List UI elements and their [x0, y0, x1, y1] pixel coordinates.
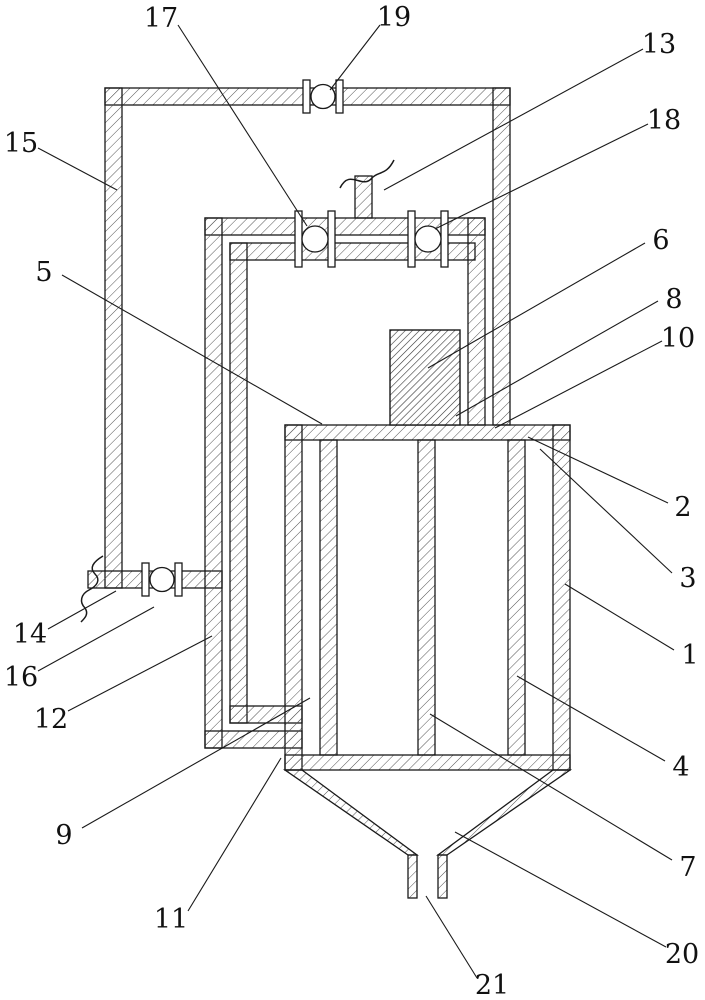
ref-label-14: 14 [13, 619, 47, 650]
valves [141, 79, 449, 597]
ref-label-7: 7 [679, 852, 696, 883]
cone-right-wall [436, 769, 573, 856]
leader-21 [425, 895, 478, 979]
vessel-top-plate [284, 424, 571, 441]
ref-label-18: 18 [647, 105, 681, 136]
pipe-outer-left [104, 87, 123, 589]
inner-right-wall [507, 439, 526, 756]
valve-18 [407, 210, 449, 268]
valve-18-flange-left [407, 210, 416, 268]
valve-17-flange-right [327, 210, 336, 268]
ref-label-2: 2 [674, 492, 691, 523]
valve-19-flange-left [302, 79, 311, 114]
ref-label-4: 4 [672, 752, 689, 783]
center-partition [417, 439, 436, 756]
ref-label-3: 3 [679, 563, 696, 594]
leader-16 [37, 606, 155, 672]
vessel-right-wall [552, 424, 571, 771]
ref-label-20: 20 [665, 939, 699, 970]
valve-17 [294, 210, 336, 268]
leader-13 [383, 48, 644, 191]
leader-20 [454, 831, 667, 948]
pipe-inner2-left [229, 242, 248, 724]
pipe-inner1-left [204, 217, 223, 749]
ref-label-6: 6 [652, 225, 669, 256]
ref-label-15: 15 [4, 128, 38, 159]
pipe-vent-stub [354, 175, 373, 219]
labels: 1 2 3 4 5 6 7 8 9 10 11 12 13 14 15 16 1… [4, 2, 699, 1000]
leader-4 [516, 675, 666, 762]
pipe-outer-right [492, 87, 511, 426]
ref-label-17: 17 [144, 3, 178, 34]
ref-label-8: 8 [665, 284, 682, 315]
ref-label-9: 9 [55, 820, 72, 851]
leader-5 [61, 274, 323, 425]
pipe-break-mark-top [339, 159, 395, 189]
ref-label-16: 16 [4, 662, 38, 693]
leader-2 [527, 436, 669, 504]
vessel-left-wall [284, 424, 303, 771]
leader-3 [539, 448, 673, 574]
leader-17 [177, 24, 308, 227]
leader-19 [329, 24, 381, 91]
leader-10 [494, 340, 663, 429]
leader-7 [429, 713, 673, 861]
leader-18 [434, 123, 649, 230]
leader-11 [187, 757, 282, 912]
ref-label-21: 21 [475, 970, 509, 1000]
valve-18-body [414, 225, 442, 253]
outlet-left-wall [407, 854, 418, 899]
outlet-right-wall [437, 854, 448, 899]
leader-6 [427, 242, 646, 369]
leader-8 [455, 300, 659, 417]
valve-19 [302, 79, 344, 114]
leader-14 [47, 590, 117, 630]
valve-19-body [310, 83, 336, 110]
vessel [284, 424, 571, 771]
valve-19-flange-right [335, 79, 344, 114]
leader-15 [37, 147, 118, 191]
ref-label-10: 10 [661, 323, 695, 354]
ref-label-12: 12 [34, 704, 68, 735]
valve-16-flange-left [141, 562, 150, 597]
cone-and-outlet [282, 769, 573, 899]
leader-lines [37, 24, 675, 979]
valve-17-body [301, 225, 329, 253]
break-marks [80, 159, 395, 623]
valve-16-flange-right [174, 562, 183, 597]
ref-label-13: 13 [642, 29, 676, 60]
central-block [389, 329, 461, 426]
leader-1 [564, 583, 675, 651]
inner-left-wall [319, 439, 338, 756]
ref-label-5: 5 [35, 257, 52, 288]
pipe-break-mark-left [80, 555, 104, 623]
leader-9 [81, 697, 311, 829]
valve-18-flange-right [440, 210, 449, 268]
ref-label-11: 11 [154, 904, 188, 935]
vessel-bottom-plate [284, 754, 571, 771]
valve-17-flange-left [294, 210, 303, 268]
valve-16-body [149, 566, 175, 593]
leader-12 [67, 635, 213, 712]
ref-label-19: 19 [377, 2, 411, 33]
valve-16 [141, 562, 183, 597]
ref-label-1: 1 [681, 640, 698, 671]
central-block-body [389, 329, 461, 426]
cone-left-wall [282, 769, 419, 856]
